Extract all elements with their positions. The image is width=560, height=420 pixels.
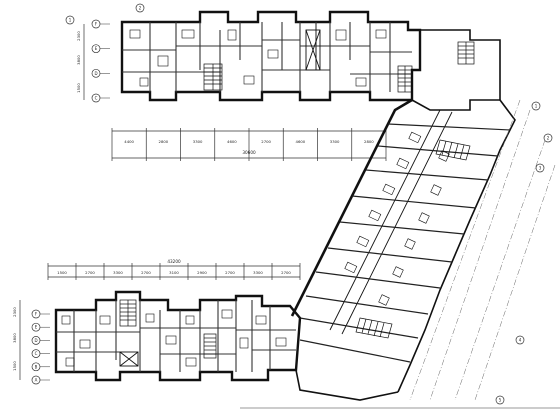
lower-dimension-label: 2700 [281, 270, 291, 275]
diagonal-stair-1 [435, 139, 471, 161]
lower-wing [54, 290, 399, 401]
right-axis-label-1: 1 [535, 104, 538, 109]
diagonal-wing [290, 98, 556, 401]
lower-left-side-dims: 2300 3800 1500 [12, 300, 21, 380]
upper-dimension-label: 4600 [227, 139, 237, 144]
upper-dimension-label: 3300 [193, 139, 203, 144]
svg-text:1500: 1500 [76, 83, 81, 93]
right-axis-label-3: 3 [539, 166, 542, 171]
lower-left-axis-label: C [35, 351, 38, 356]
lower-elevator [119, 351, 139, 367]
right-axis-label-2: 2 [547, 136, 550, 141]
upper-left-axis-label: F [95, 22, 98, 27]
upper-stair-2 [397, 65, 413, 93]
top-axes [65, 3, 145, 25]
svg-text:2300: 2300 [12, 307, 17, 317]
upper-total-dimension: 30600 [242, 150, 256, 155]
upper-elevator [305, 29, 321, 71]
lower-left-axis-label: B [35, 364, 38, 369]
lower-wing-outer-wall [54, 290, 302, 382]
right-axes [495, 101, 553, 405]
upper-dimension-label: 3300 [330, 139, 340, 144]
lower-stair-2 [203, 333, 217, 359]
upper-dimension-label: 4600 [296, 139, 306, 144]
lower-dimension-label: 2700 [225, 270, 235, 275]
right-axis-label-5: 5 [499, 398, 502, 403]
upper-dimension-label: 2800 [159, 139, 169, 144]
upper-dimension-labels: 4400 2800 3300 4600 2700 4600 3300 2800 [124, 139, 374, 144]
lower-dimension-label: 2700 [85, 270, 95, 275]
lower-dimension-ticks [47, 263, 301, 280]
lower-wing-partitions [56, 300, 296, 372]
lower-dimension-label: 1500 [57, 270, 67, 275]
lower-dimension-line [48, 265, 300, 278]
lower-left-axes: F E D C B A [31, 309, 50, 385]
upper-wing [120, 10, 501, 111]
lower-stair-1 [119, 299, 137, 327]
lower-connector [295, 369, 399, 401]
lower-dimension-labels: 1500 2700 3300 2700 3100 2900 2700 3300 2700 [57, 270, 291, 275]
diagonal-axis-grid [409, 99, 556, 401]
upper-dimension-ticks [111, 128, 387, 161]
lower-left-axis-label: F [35, 312, 38, 317]
upper-connector-stair [457, 41, 475, 65]
upper-left-side-dims: 2300 3800 1500 [76, 24, 85, 100]
lower-dimension-label: 3300 [113, 270, 123, 275]
lower-dimension-label: 2900 [197, 270, 207, 275]
diagonal-fixtures [344, 131, 450, 306]
lower-dimension-label: 3300 [253, 270, 263, 275]
svg-text:2300: 2300 [76, 31, 81, 41]
upper-left-axes: F E D C [91, 19, 110, 103]
diagonal-stair-2 [355, 317, 393, 339]
upper-dimension-label: 2700 [261, 139, 271, 144]
diagonal-corridor [329, 109, 453, 335]
lower-left-axis-label: A [35, 378, 38, 383]
right-axis-label-4: 4 [519, 338, 522, 343]
top-axis-label-2: 2 [139, 6, 142, 11]
svg-text:3800: 3800 [12, 333, 17, 343]
upper-dimension-label: 4400 [124, 139, 134, 144]
lower-dimension-label: 2700 [141, 270, 151, 275]
lower-left-axis-label: D [34, 338, 37, 343]
upper-left-axis-label: C [95, 96, 98, 101]
lower-left-axis-label: E [35, 325, 38, 330]
upper-left-axis-label: D [94, 71, 97, 76]
svg-text:3800: 3800 [76, 55, 81, 65]
diagonal-inner-wall [290, 98, 413, 317]
svg-text:1500: 1500 [12, 361, 17, 371]
upper-stair-1 [203, 63, 223, 91]
top-axis-label-1: 1 [69, 18, 72, 23]
lower-total-dimension: 43200 [167, 259, 181, 264]
diagonal-outer-wall [397, 99, 516, 393]
upper-fixtures [129, 29, 387, 87]
upper-dimension-label: 2800 [364, 139, 374, 144]
lower-fixtures [61, 309, 287, 367]
lower-dimension-label: 3100 [169, 270, 179, 275]
diagonal-partitions [299, 123, 511, 363]
upper-left-axis-label: E [95, 46, 98, 51]
